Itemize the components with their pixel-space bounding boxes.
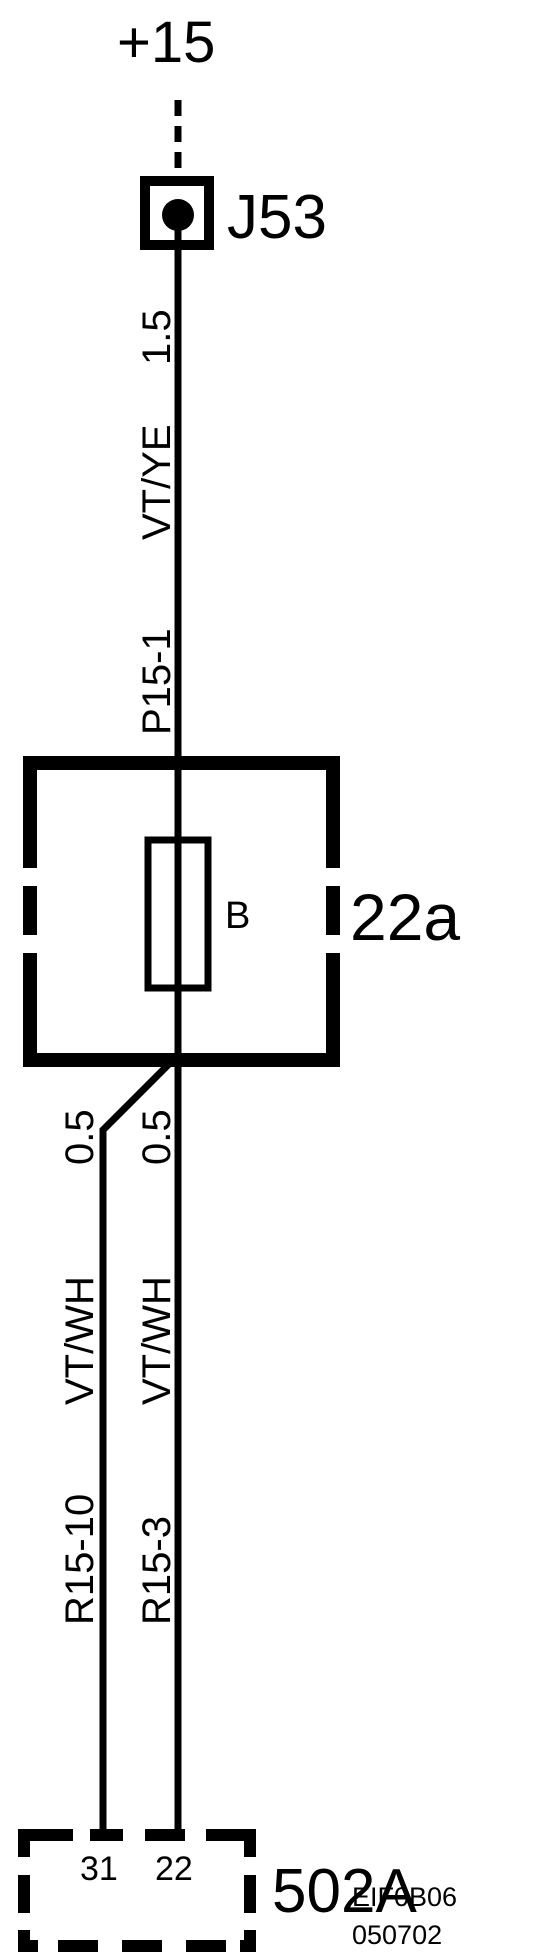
fuse-box-22a xyxy=(18,756,345,1067)
connector-502a-pin-22: 22 xyxy=(155,1850,193,1888)
connector-502a-dash xyxy=(18,1930,30,1952)
fuse-box-gap-right-lower xyxy=(319,935,345,953)
connector-502a-pin-31: 31 xyxy=(80,1850,118,1888)
connector-j53-label: J53 xyxy=(227,183,327,252)
wire-branch-left xyxy=(99,1052,181,1835)
fuse-box-gap-left-upper xyxy=(18,868,44,886)
connector-502a-dashed-outline xyxy=(18,1829,256,1952)
fuse-box-gap-right-upper xyxy=(319,868,345,886)
diagram-code: EIF0B06 xyxy=(352,1882,457,1912)
diagram-date: 050702 xyxy=(352,1920,442,1950)
connector-502a-dash xyxy=(18,1829,73,1841)
connector-502a-dash xyxy=(90,1829,123,1841)
connector-502a-dash xyxy=(244,1930,256,1952)
wire-top-color: VT/YE xyxy=(135,424,179,540)
connector-502a-dash xyxy=(244,1875,256,1913)
connector-502a-dash xyxy=(244,1829,256,1857)
wire-left-pin: R15-10 xyxy=(58,1494,102,1625)
fuse-box-outline xyxy=(23,756,340,1067)
supply-label: +15 xyxy=(117,10,215,75)
connector-502a-dash xyxy=(145,1829,185,1841)
wire-left-size: 0.5 xyxy=(58,1109,102,1165)
connector-502a-dash xyxy=(18,1875,30,1913)
connector-502a-label: 502A xyxy=(272,1857,417,1926)
connector-502a-dash xyxy=(18,1829,30,1857)
connector-502a-dash xyxy=(186,1940,226,1952)
fuse-box-label: 22a xyxy=(350,880,460,954)
connector-502a-dash xyxy=(58,1940,98,1952)
fuse-label: B xyxy=(225,895,250,937)
wire-top-pin: P15-1 xyxy=(135,628,179,735)
connector-j53-dot xyxy=(162,199,194,231)
wire-right-pin: R15-3 xyxy=(135,1516,179,1625)
wire-top-size: 1.5 xyxy=(135,309,179,365)
fuse-box-gap-left-lower xyxy=(18,935,44,953)
wire-right-size: 0.5 xyxy=(135,1109,179,1165)
wire-right-color: VT/WH xyxy=(135,1276,179,1405)
connector-502a-dash xyxy=(122,1940,162,1952)
wire-left-color: VT/WH xyxy=(58,1276,102,1405)
connector-502a-dash xyxy=(206,1829,256,1841)
